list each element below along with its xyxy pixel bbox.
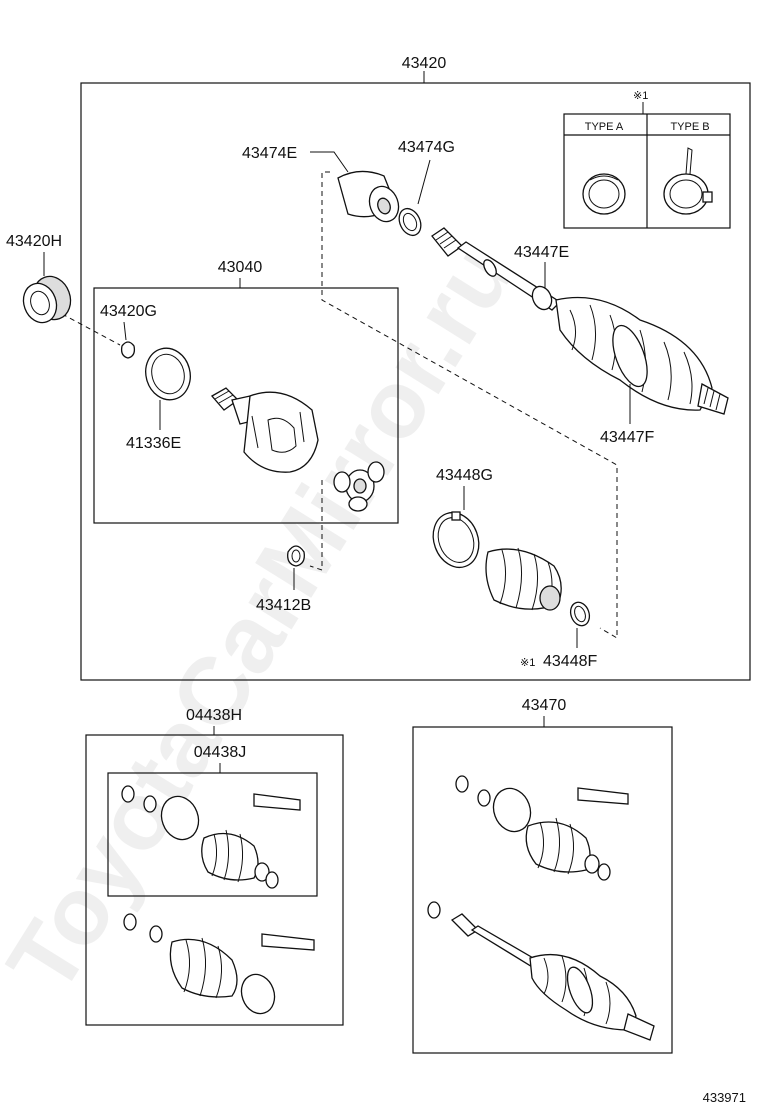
kit-04438J-parts xyxy=(121,785,301,889)
kit-box-04438J xyxy=(107,772,318,897)
label-43474G: 43474G xyxy=(398,139,455,156)
type-b-label: TYPE B xyxy=(670,121,709,133)
figure-id: 433971 xyxy=(703,1090,746,1105)
clamp-type-a-icon xyxy=(582,173,626,215)
label-43474E: 43474E xyxy=(242,145,297,162)
label-43448F: 43448F xyxy=(543,653,597,670)
dust-deflector-43420H xyxy=(22,275,72,324)
snap-ring-43412B xyxy=(287,545,305,567)
clamp-43474G xyxy=(398,207,422,237)
label-43420G: 43420G xyxy=(100,303,157,320)
kit-box-04438H xyxy=(85,734,344,1026)
inboard-boot xyxy=(485,547,562,611)
clamp-43448G xyxy=(432,511,480,569)
clamp-43448F xyxy=(569,601,591,627)
label-43448G: 43448G xyxy=(436,467,493,484)
label-04438H: 04438H xyxy=(186,707,242,724)
label-43447E: 43447E xyxy=(514,244,569,261)
inboard-joint-housing xyxy=(210,387,319,473)
type-a-label: TYPE A xyxy=(585,121,624,133)
inboard-joint-box xyxy=(93,287,399,524)
label-43040: 43040 xyxy=(218,259,263,276)
ring-41336E xyxy=(145,347,191,401)
clamp-43447E xyxy=(531,285,553,311)
label-43412B: 43412B xyxy=(256,597,311,614)
tripod-joint xyxy=(333,461,385,512)
label-41336E: 41336E xyxy=(126,435,181,452)
label-43420H: 43420H xyxy=(6,233,62,250)
clamp-type-b-icon xyxy=(663,147,713,215)
assembly-box xyxy=(80,82,751,681)
kit-box-43470 xyxy=(412,726,673,1054)
label-43470: 43470 xyxy=(522,697,567,714)
note-mark-top: ※1 xyxy=(633,90,648,102)
note-mark-bottom: ※1 xyxy=(520,657,535,669)
damper-43474E xyxy=(337,170,400,223)
label-04438J: 04438J xyxy=(194,744,247,761)
label-43447F: 43447F xyxy=(600,429,654,446)
kit-43470-boot-parts xyxy=(455,775,629,881)
watermark: ToyotaCarMirror.ru xyxy=(0,223,535,1011)
label-43420: 43420 xyxy=(402,55,447,72)
snap-ring-43420G xyxy=(120,341,136,359)
kit-43470-shaft xyxy=(427,901,655,1041)
kit-04438H-parts xyxy=(123,913,315,1015)
